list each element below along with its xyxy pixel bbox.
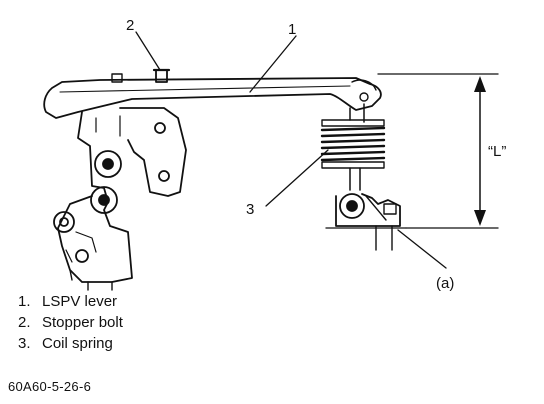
callout-1: 1 [288,21,296,38]
legend-item: 2. Stopper bolt [18,312,123,333]
callout-2: 2 [126,17,134,34]
valve-body [53,107,187,291]
callout-3: 3 [246,201,254,218]
legend-number: 1. [18,293,31,310]
leader-line-2 [135,31,161,71]
legend-text: Coil spring [42,335,113,352]
legend-item: 1. LSPV lever [18,291,123,312]
leader-line-1 [249,35,297,93]
dimension-l-label: “L” [488,143,506,160]
figure-id: 60A60-5-26-6 [8,379,92,394]
legend-text: LSPV lever [42,293,118,310]
leader-line-a [397,229,447,269]
dimension-l-arrow [377,73,499,229]
coil-spring [320,103,386,191]
legend-number: 3. [18,335,31,352]
legend-text: Stopper bolt [42,314,123,331]
legend-number: 2. [18,314,31,331]
stopper-bolt [152,68,171,83]
leader-line-3 [265,149,329,207]
callout-a: (a) [436,275,454,292]
lower-bracket [325,193,407,251]
parts-legend: 1. LSPV lever 2. Stopper bolt 3. Coil sprin… [18,291,123,354]
lspv-lever [43,77,382,119]
legend-item: 3. Coil spring [18,333,123,354]
